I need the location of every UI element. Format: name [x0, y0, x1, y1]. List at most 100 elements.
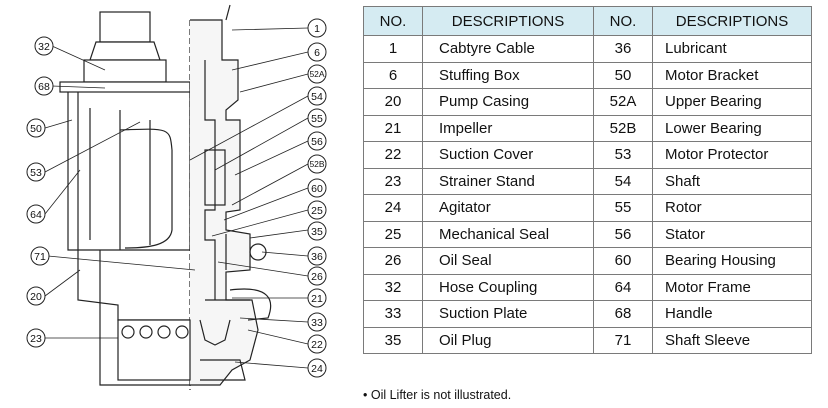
- callout-60: 60: [307, 178, 327, 198]
- callout-26: 26: [307, 266, 327, 286]
- part-description: Lower Bearing: [652, 114, 812, 142]
- leader-lines: [44, 27, 309, 369]
- part-description: Motor Protector: [652, 141, 812, 169]
- part-description: Rotor: [652, 194, 812, 222]
- svg-text:68: 68: [38, 81, 50, 93]
- svg-text:21: 21: [311, 293, 323, 305]
- svg-text:53: 53: [30, 167, 42, 179]
- part-description: Strainer Stand: [422, 167, 594, 195]
- part-number: 52B: [593, 114, 653, 142]
- part-description: Stuffing Box: [422, 61, 594, 89]
- part-number: 35: [363, 326, 423, 354]
- svg-text:24: 24: [311, 363, 323, 375]
- header-no-1: NO.: [363, 6, 423, 36]
- part-description: Motor Bracket: [652, 61, 812, 89]
- svg-text:60: 60: [311, 183, 323, 195]
- part-number: 32: [363, 273, 423, 301]
- callout-50: 50: [26, 118, 46, 138]
- part-number: 25: [363, 220, 423, 248]
- svg-text:22: 22: [311, 339, 323, 351]
- table-header-row: NO. DESCRIPTIONS NO. DESCRIPTIONS: [363, 6, 812, 36]
- svg-text:33: 33: [311, 317, 323, 329]
- part-description: Cabtyre Cable: [422, 35, 594, 63]
- header-descriptions-1: DESCRIPTIONS: [422, 6, 594, 36]
- part-number: 54: [593, 167, 653, 195]
- callout-53: 53: [26, 162, 46, 182]
- part-description: Mechanical Seal: [422, 220, 594, 248]
- svg-text:6: 6: [314, 47, 320, 59]
- part-description: Agitator: [422, 194, 594, 222]
- svg-text:20: 20: [30, 291, 42, 303]
- svg-text:52A: 52A: [309, 69, 324, 79]
- callout-52A: 52A: [307, 64, 327, 84]
- svg-text:55: 55: [311, 113, 323, 125]
- part-description: Shaft: [652, 167, 812, 195]
- svg-text:50: 50: [30, 123, 42, 135]
- callout-36: 36: [307, 246, 327, 266]
- svg-text:25: 25: [311, 205, 323, 217]
- part-number: 36: [593, 35, 653, 63]
- svg-text:35: 35: [311, 226, 323, 238]
- part-description: Suction Plate: [422, 300, 594, 328]
- part-description: Stator: [652, 220, 812, 248]
- callout-1: 1: [307, 18, 327, 38]
- part-description: Suction Cover: [422, 141, 594, 169]
- part-number: 71: [593, 326, 653, 354]
- part-number: 26: [363, 247, 423, 275]
- part-number: 6: [363, 61, 423, 89]
- svg-text:1: 1: [314, 23, 320, 35]
- callout-56: 56: [307, 131, 327, 151]
- part-description: Hose Coupling: [422, 273, 594, 301]
- svg-text:36: 36: [311, 251, 323, 263]
- svg-text:54: 54: [311, 91, 323, 103]
- callout-68: 68: [34, 76, 54, 96]
- pump-cross-section-diagram: 32 68 50 53 64 71 20 23 1 6 52A 54 55 56…: [26, 4, 327, 390]
- part-number: 56: [593, 220, 653, 248]
- pump-body-drawing: [59, 4, 272, 390]
- part-description: Upper Bearing: [652, 88, 812, 116]
- part-number: 21: [363, 114, 423, 142]
- callout-54: 54: [307, 86, 327, 106]
- svg-text:71: 71: [34, 251, 46, 263]
- callout-33: 33: [307, 312, 327, 332]
- part-number: 24: [363, 194, 423, 222]
- part-description: Handle: [652, 300, 812, 328]
- part-number: 33: [363, 300, 423, 328]
- svg-text:64: 64: [30, 209, 42, 221]
- header-descriptions-2: DESCRIPTIONS: [652, 6, 812, 36]
- callout-64: 64: [26, 204, 46, 224]
- part-number: 22: [363, 141, 423, 169]
- callout-24: 24: [307, 358, 327, 378]
- part-number: 64: [593, 273, 653, 301]
- part-number: 20: [363, 88, 423, 116]
- callout-25: 25: [307, 200, 327, 220]
- part-description: Impeller: [422, 114, 594, 142]
- part-number: 23: [363, 167, 423, 195]
- part-number: 50: [593, 61, 653, 89]
- part-number: 68: [593, 300, 653, 328]
- part-number: 60: [593, 247, 653, 275]
- callout-23: 23: [26, 328, 46, 348]
- svg-text:23: 23: [30, 333, 42, 345]
- svg-text:56: 56: [311, 136, 323, 148]
- part-number: 55: [593, 194, 653, 222]
- part-description: Shaft Sleeve: [652, 326, 812, 354]
- part-description: Pump Casing: [422, 88, 594, 116]
- callout-20: 20: [26, 286, 46, 306]
- callout-71: 71: [30, 246, 50, 266]
- part-number: 53: [593, 141, 653, 169]
- part-number: 1: [363, 35, 423, 63]
- callout-22: 22: [307, 334, 327, 354]
